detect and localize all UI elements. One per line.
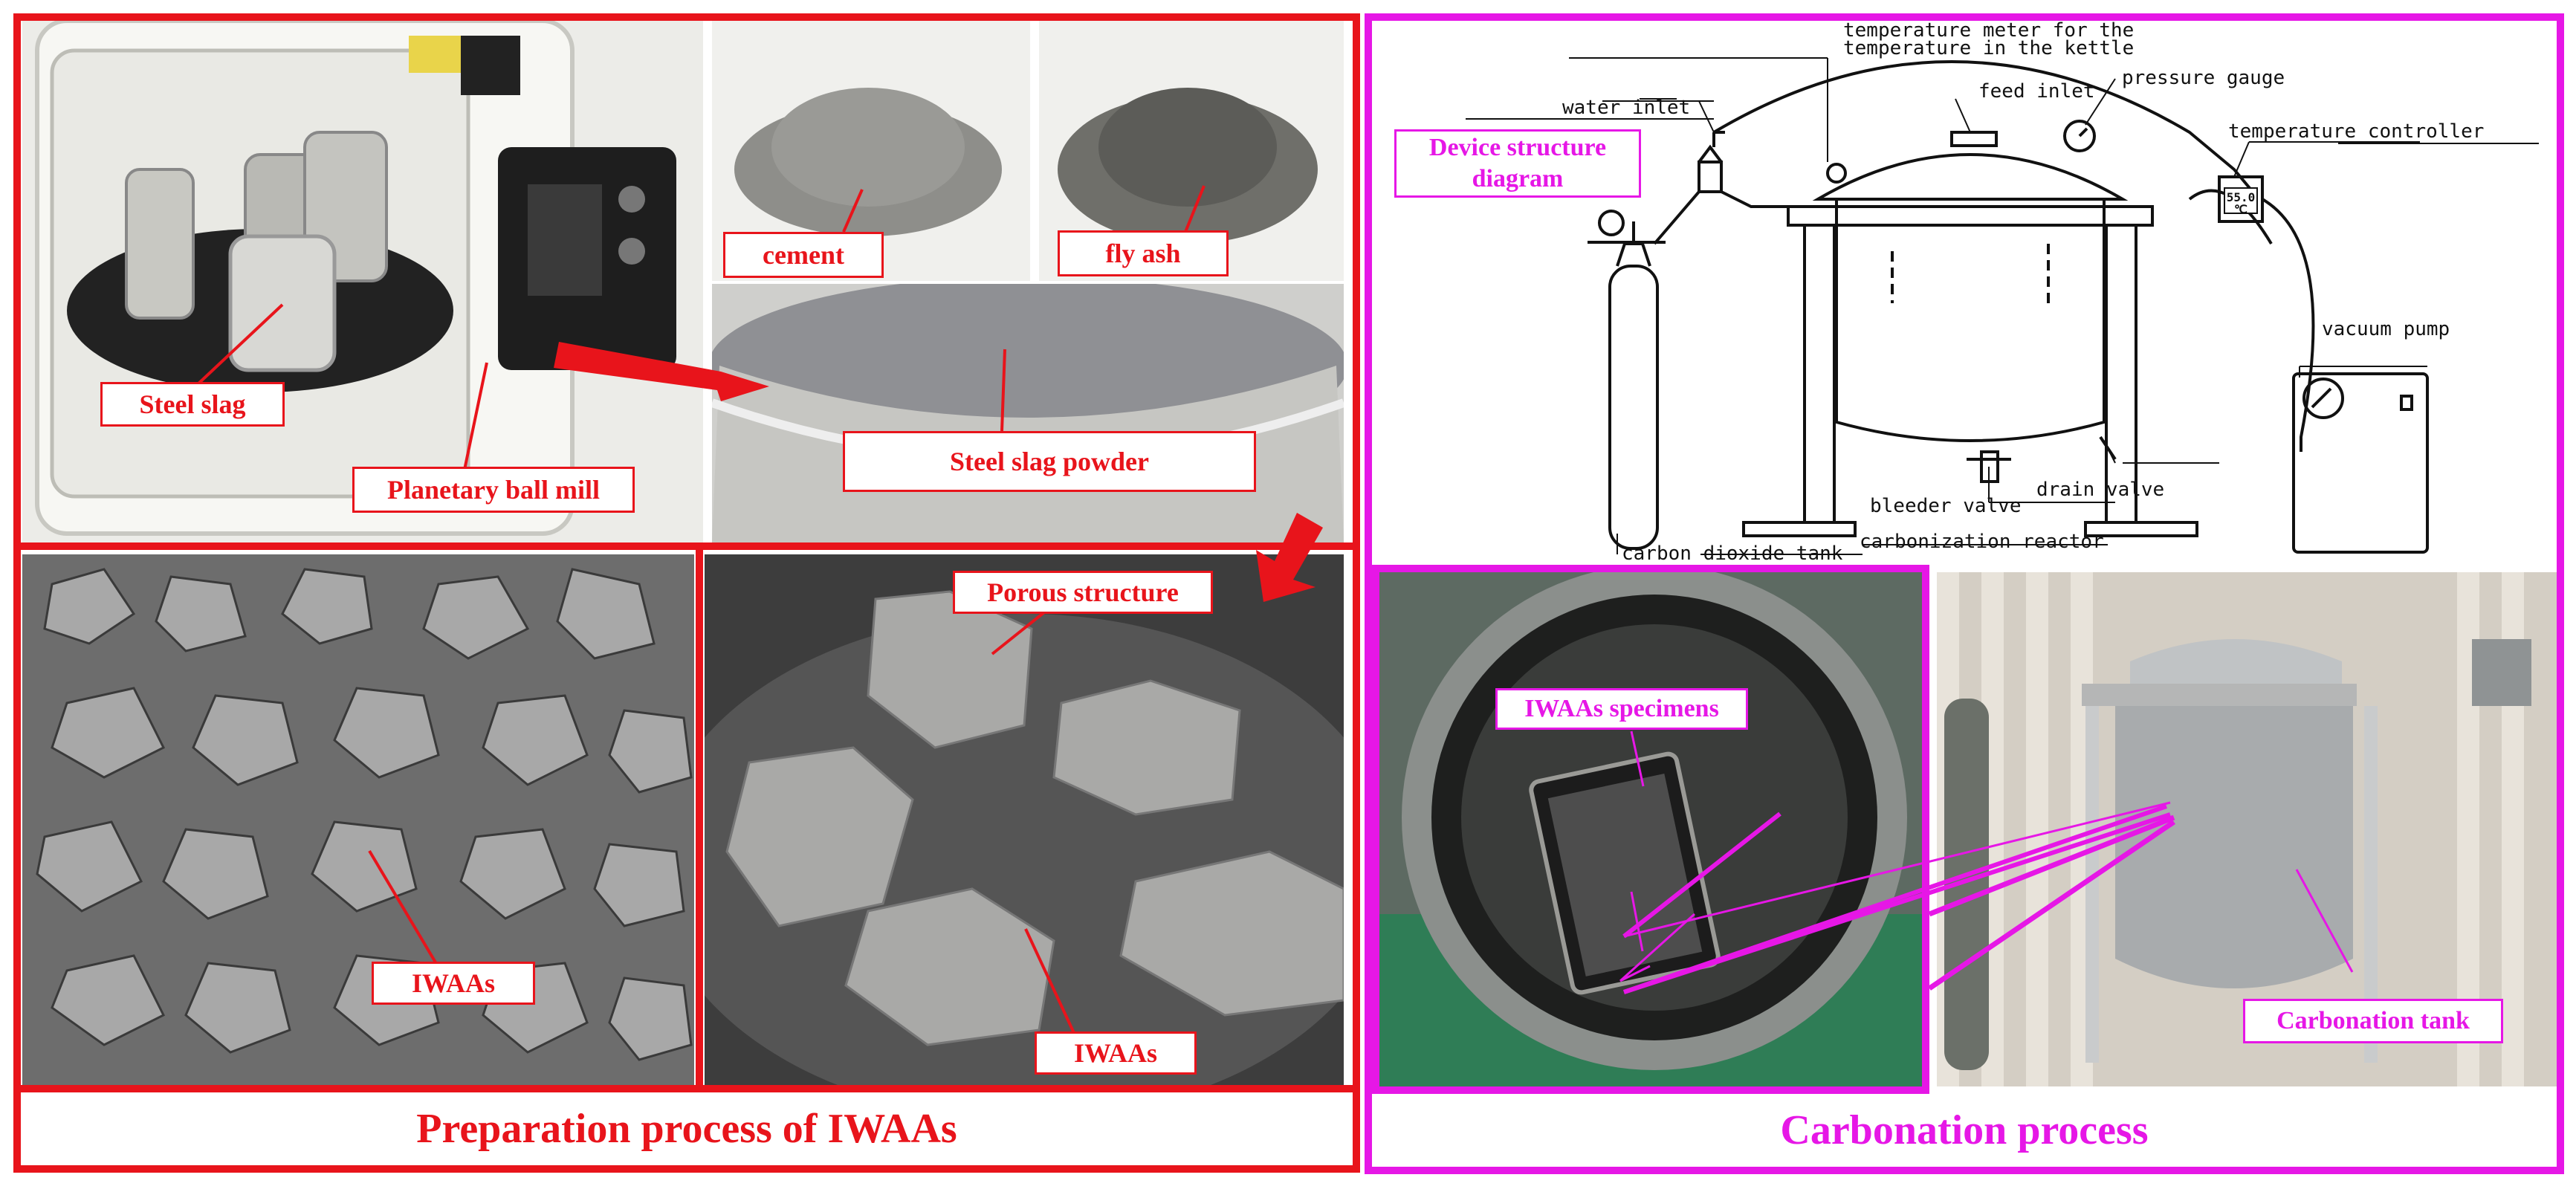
label-cement: cement [723, 232, 884, 278]
label-iwaas-right: IWAAs [1035, 1031, 1197, 1075]
text-drain-valve: drain valve [2036, 479, 2165, 501]
label-steel-slag-powder: Steel slag powder [843, 431, 1256, 492]
tank-interior-frame [1372, 565, 1929, 1094]
arrow-to-sieve [554, 342, 769, 401]
text-vacuum-pump: vacuum pump [2322, 318, 2450, 340]
text-pressure-gauge: pressure gauge [2122, 67, 2285, 89]
right-panel-annotations [1619, 731, 2354, 994]
text-water-inlet: water inlet [1562, 97, 1691, 119]
carbonation-panel [1365, 13, 2564, 1174]
divider-mid-left [21, 542, 1353, 550]
label-steel-slag: Steel slag [100, 382, 285, 427]
label-fly-ash: fly ash [1058, 230, 1229, 276]
co2-tank-shape [1608, 265, 1659, 550]
text-carbon-dioxide-tank: carbon dioxide tank [1622, 542, 1843, 565]
arrow-down [1256, 513, 1323, 602]
left-panel-annotations [195, 185, 1323, 1034]
label-iwaas-left: IWAAs [372, 962, 535, 1005]
preparation-caption: Preparation process of IWAAs [416, 1106, 957, 1152]
label-device-structure: Device structure diagram [1394, 129, 1641, 198]
preparation-panel [13, 13, 1360, 1173]
text-temperature-meter-line2: temperature in the kettle [1843, 37, 2135, 59]
divider-vertical-bottom [696, 550, 703, 1085]
text-temperature-meter-line1: temperature meter for the [1843, 19, 2135, 42]
photo-link-lines [1928, 814, 2175, 991]
label-planetary-ball-mill: Planetary ball mill [352, 467, 635, 513]
device-structure-diagram [1372, 21, 2557, 563]
text-bleeder-valve: bleeder valve [1870, 495, 2022, 517]
text-feed-inlet: feed inlet [1978, 80, 2095, 103]
iwaas-porous-photo [705, 554, 1344, 1085]
steel-slag-powder-photo [712, 284, 1344, 542]
text-carbonization-reactor: carbonization reactor [1860, 531, 2104, 553]
label-carbonation-tank: Carbonation tank [2243, 999, 2503, 1043]
label-iwaas-specimens: IWAAs specimens [1495, 688, 1748, 730]
divider-bottom-left [21, 1085, 1353, 1092]
text-temperature-controller: temperature controller [2228, 120, 2485, 143]
tank-interior-photo [1379, 572, 1922, 1086]
label-porous-structure: Porous structure [953, 571, 1213, 614]
carbonation-caption: Carbonation process [1780, 1107, 2149, 1153]
iwaas-pile-photo [22, 554, 694, 1085]
text-controller-display: 55.0 ℃ [2226, 190, 2256, 216]
